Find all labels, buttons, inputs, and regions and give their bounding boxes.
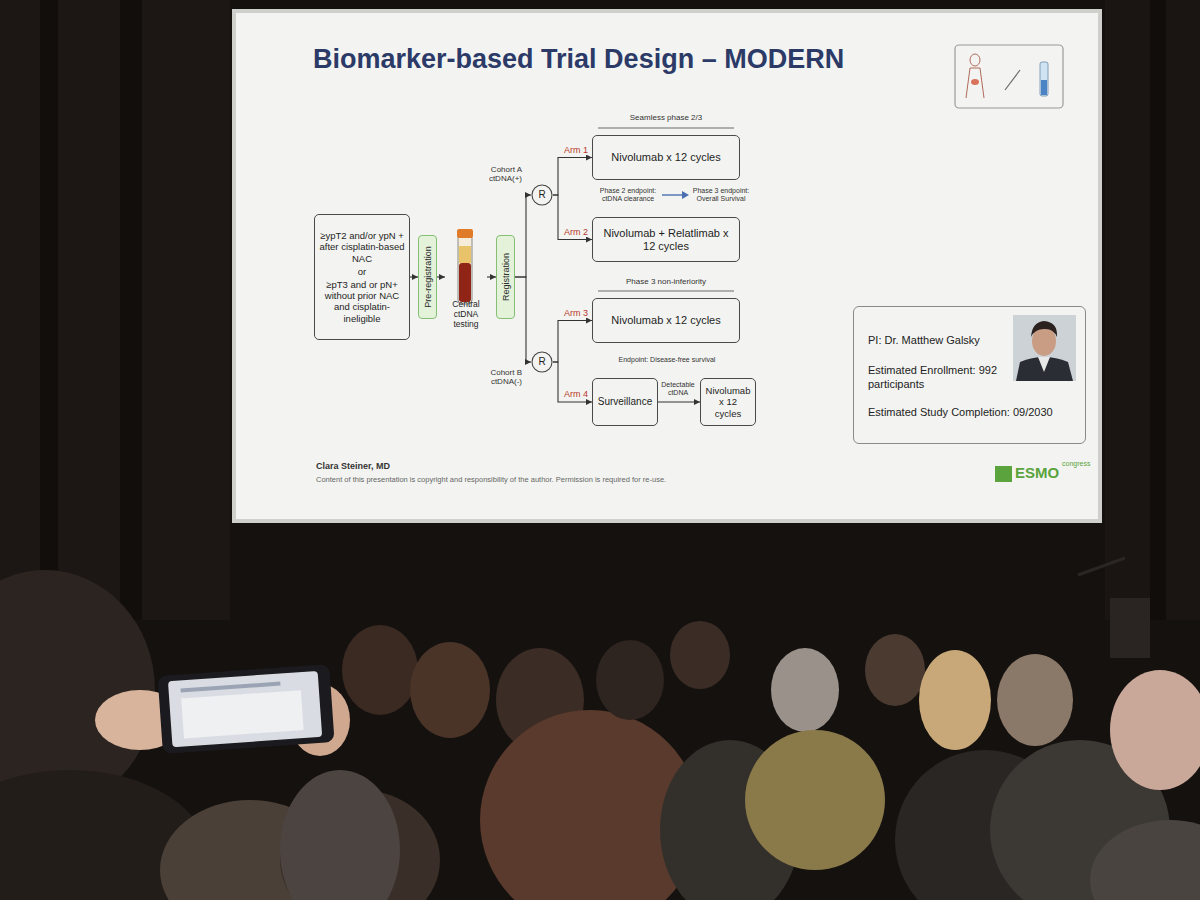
arm-box: Arm 1Nivolumab x 12 cycles <box>592 135 740 180</box>
edge-label: Cohort B ctDNA(-) <box>478 368 522 386</box>
endpoint-note: Phase 2 endpoint: ctDNA clearance <box>596 187 660 203</box>
flow-arrow <box>553 158 592 196</box>
endpoint-note: Endpoint: Disease-free survival <box>600 356 734 364</box>
node-text: ≥pT3 and or pN+ without prior NAC and ci… <box>319 279 405 324</box>
arm-box: Arm 3Nivolumab x 12 cycles <box>592 298 740 343</box>
node-text: Nivolumab x 12 cycles <box>611 314 720 327</box>
logo-text: congress <box>1062 460 1094 468</box>
node-text: R <box>538 356 545 368</box>
phase-heading: Phase 3 non-inferiority <box>592 277 740 286</box>
eligibility-box: ≥ypT2 and/or ypN + after cisplatin-based… <box>314 214 410 340</box>
flow-arrow <box>487 276 496 277</box>
flow-arrow <box>553 362 592 402</box>
node-text: Central ctDNA testing <box>449 299 483 329</box>
node-text: ≥ypT2 and/or ypN + after cisplatin-based… <box>319 230 405 264</box>
node-text: Surveillance <box>598 396 652 408</box>
phase-heading: Seamless phase 2/3 <box>592 113 740 122</box>
arm-label: Arm 3 <box>564 309 588 319</box>
arm-label: Arm 4 <box>564 390 588 400</box>
step-box: Registration <box>496 235 515 319</box>
ctdna-tube: Central ctDNA testing <box>445 228 487 332</box>
step-box: Pre-registration <box>418 235 437 319</box>
edge-label: Detectable ctDNA <box>658 381 698 397</box>
randomization-circle: R <box>531 351 553 373</box>
flow-arrow <box>553 195 592 240</box>
node-text: Nivolumab + Relatlimab x 12 cycles <box>597 227 735 253</box>
endpoint-note: Phase 3 endpoint: Overall Survival <box>690 187 752 203</box>
pi-text: Estimated Enrollment: 992 participants <box>868 363 1008 392</box>
randomization-circle: R <box>531 184 553 206</box>
treatment-box: Nivolumab x 12 cycles <box>700 378 756 426</box>
arm-label: Arm 2 <box>564 228 588 238</box>
circle-shape <box>532 352 552 372</box>
flow-arrow <box>515 195 531 277</box>
edge-label: Cohort A ctDNA(+) <box>478 165 522 183</box>
author-name: Clara Steiner, MD <box>316 461 516 471</box>
node-text: R <box>538 189 545 201</box>
step-label: Pre-registration <box>423 246 433 308</box>
flow-arrow <box>437 276 445 277</box>
step-label: Registration <box>501 253 511 301</box>
circle-shape <box>532 185 552 205</box>
arm-box: Arm 2Nivolumab + Relatlimab x 12 cycles <box>592 217 740 262</box>
arm-label: Arm 1 <box>564 146 588 156</box>
node-text: Nivolumab x 12 cycles <box>705 385 751 419</box>
node-text: or <box>358 266 366 277</box>
flow-arrow <box>410 276 418 277</box>
copyright-note: Content of this presentation is copyrigh… <box>316 476 836 485</box>
flow-arrow <box>553 321 592 363</box>
flow-arrow <box>515 277 531 362</box>
flow-arrow <box>658 401 700 402</box>
pi-text: PI: Dr. Matthew Galsky <box>868 333 1008 347</box>
pi-text: Estimated Study Completion: 09/2030 <box>868 405 1078 419</box>
pi-info-box: PI: Dr. Matthew GalskyEstimated Enrollme… <box>853 306 1086 444</box>
arm-box: Arm 4Surveillance <box>592 378 658 426</box>
node-text: Nivolumab x 12 cycles <box>611 151 720 164</box>
logo-text: ESMO <box>1015 464 1063 481</box>
slide-title: Biomarker-based Trial Design – MODERN <box>313 44 844 75</box>
